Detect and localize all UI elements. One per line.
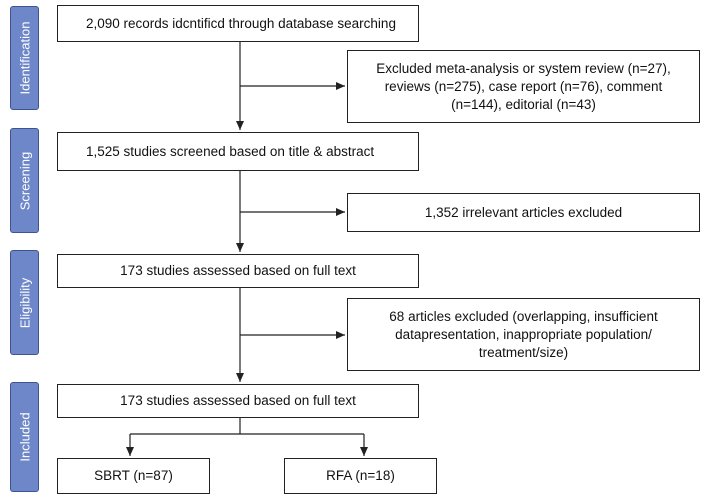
articles-excluded-line3: treatment/size) bbox=[478, 344, 569, 360]
stage-included: Included bbox=[10, 382, 39, 492]
excluded-types-line3: (n=144), editorial (n=43) bbox=[451, 96, 596, 112]
irrelevant-excluded-text: 1,352 irrelevant articles excluded bbox=[424, 204, 623, 220]
included-assessed-text: 173 studies assessed based on full text bbox=[120, 393, 356, 408]
excluded-types-box: Excluded meta-analysis or system review … bbox=[347, 50, 700, 123]
articles-excluded-box: 68 articles excluded (overlapping, insuf… bbox=[347, 298, 700, 371]
screened-box: 1,525 studies screened based on title & … bbox=[57, 132, 419, 171]
excluded-types-line2: reviews (n=275), case report (n=76), com… bbox=[384, 78, 663, 94]
stage-screening: Screening bbox=[10, 128, 39, 233]
stage-eligibility: Eligibility bbox=[10, 250, 39, 355]
screened-text: 1,525 studies screened based on title & … bbox=[86, 143, 375, 159]
records-identified-box: 2,090 records idcntificd through databas… bbox=[57, 5, 419, 42]
articles-excluded-line2: datapresentation, inappropriate populati… bbox=[395, 326, 652, 342]
irrelevant-excluded-box: 1,352 irrelevant articles excluded bbox=[347, 193, 700, 232]
stage-identification: Identification bbox=[10, 6, 39, 110]
sbrt-box: SBRT (n=87) bbox=[57, 458, 210, 494]
eligibility-assessed-text: 173 studies assessed based on full text bbox=[120, 263, 356, 278]
records-identified-text: 2,090 records idcntificd through databas… bbox=[86, 15, 396, 31]
rfa-box: RFA (n=18) bbox=[284, 458, 437, 494]
rfa-text: RFA (n=18) bbox=[326, 468, 395, 483]
sbrt-text: SBRT (n=87) bbox=[94, 468, 173, 483]
included-assessed-box: 173 studies assessed based on full text bbox=[57, 384, 419, 418]
excluded-types-line1: Excluded meta-analysis or system review … bbox=[376, 60, 671, 76]
eligibility-assessed-box: 173 studies assessed based on full text bbox=[57, 254, 419, 288]
articles-excluded-line1: 68 articles excluded (overlapping, insuf… bbox=[389, 308, 658, 324]
